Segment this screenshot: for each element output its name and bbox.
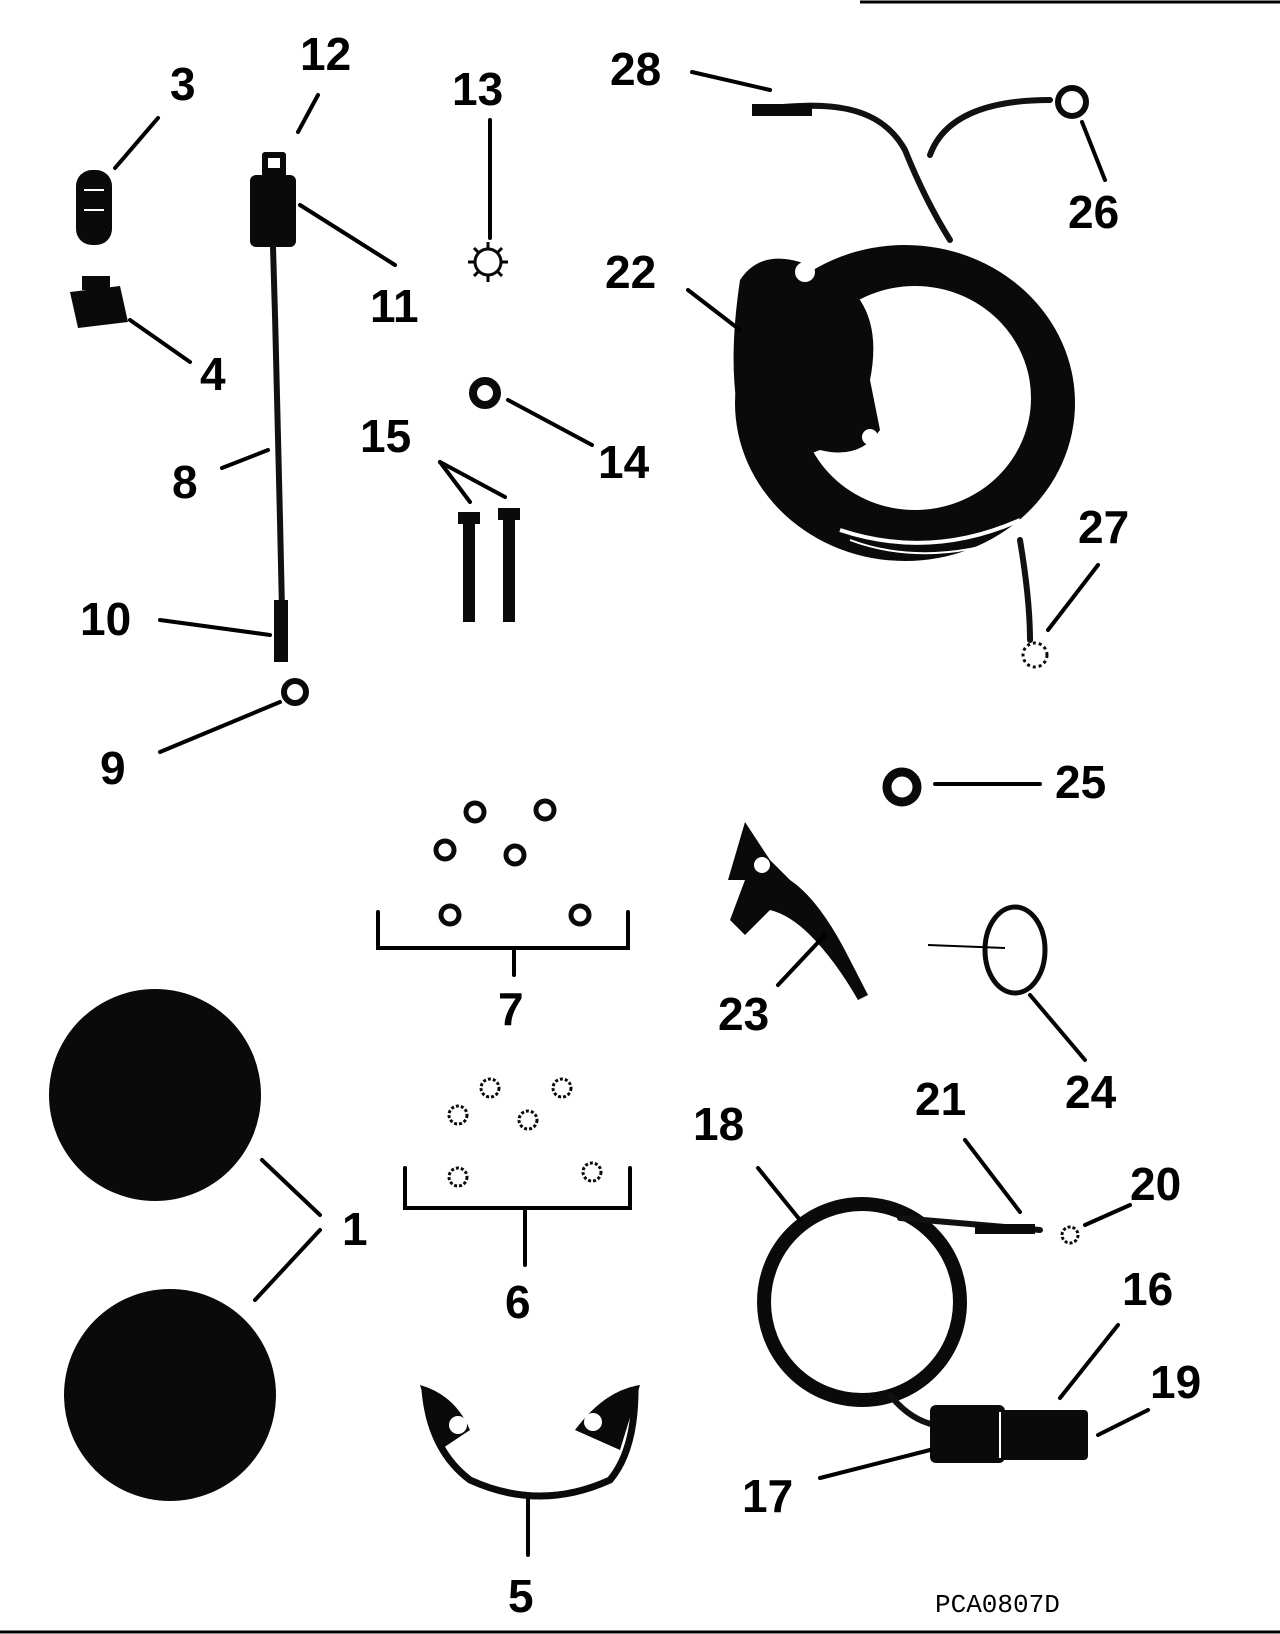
leader-18 — [756, 1166, 802, 1222]
callout-24: 24 — [1065, 1066, 1117, 1118]
callout-7: 7 — [498, 983, 524, 1035]
part-28-lead-wire — [752, 102, 953, 243]
callout-17: 17 — [742, 1470, 793, 1522]
callout-22: 22 — [605, 246, 656, 298]
callout-6: 6 — [505, 1276, 531, 1328]
part-1-disc-lower — [64, 1289, 276, 1501]
leader-15a — [438, 460, 472, 504]
callout-18: 18 — [693, 1098, 744, 1150]
callout-28: 28 — [610, 43, 661, 95]
part-28-sleeve — [752, 104, 812, 116]
part-22-stator — [733, 245, 1075, 561]
part-27-terminal — [1021, 641, 1049, 669]
part-18-cable-loop — [757, 1197, 967, 1407]
leader-27 — [1046, 563, 1100, 632]
leader-22 — [686, 288, 742, 332]
leader-16 — [1058, 1323, 1120, 1400]
callout-25: 25 — [1055, 756, 1106, 808]
part-26-lead-wire — [927, 97, 1053, 158]
callout-23: 23 — [718, 988, 769, 1040]
leader-20 — [1083, 1203, 1132, 1227]
part-4-socket — [70, 276, 128, 328]
leader-11 — [298, 203, 397, 267]
part-23-lever — [728, 822, 868, 1000]
callout-11: 11 — [370, 280, 419, 332]
leader-15b — [438, 460, 507, 499]
leader-10 — [158, 618, 272, 637]
part-1-disc-upper — [49, 989, 261, 1201]
part-5-clip — [420, 1385, 640, 1500]
callout-19: 19 — [1150, 1356, 1201, 1408]
leader-26 — [1080, 120, 1107, 182]
callout-10: 10 — [80, 593, 131, 645]
part-3-bulb — [76, 170, 112, 245]
callout-8: 8 — [172, 456, 198, 508]
callout-1: 1 — [342, 1203, 368, 1255]
leader-4 — [128, 318, 192, 364]
callout-4: 4 — [200, 348, 226, 400]
leader-8 — [220, 448, 270, 470]
callout-3: 3 — [170, 58, 196, 110]
callout-21: 21 — [915, 1073, 966, 1125]
part-15-screws — [458, 508, 520, 622]
callout-27: 27 — [1078, 501, 1129, 553]
part-26-terminal — [1055, 85, 1089, 119]
part-21-sleeve — [975, 1224, 1035, 1234]
leader-23 — [776, 933, 827, 987]
callout-13: 13 — [452, 63, 503, 115]
part-11-12-connector — [250, 152, 296, 247]
leader-14 — [506, 398, 594, 447]
part-24-ring — [927, 904, 1048, 996]
callout-14: 14 — [598, 436, 650, 488]
part-10-sleeve — [274, 600, 288, 662]
part-8-wire — [270, 244, 285, 613]
part-25-washer — [882, 767, 922, 807]
leader-28 — [690, 70, 772, 92]
bracket-6 — [403, 1166, 632, 1210]
callout-15: 15 — [360, 410, 411, 462]
leader-24 — [1028, 993, 1087, 1062]
part-9-terminal — [281, 678, 309, 706]
part-14-washer — [469, 377, 501, 409]
leader-21 — [963, 1138, 1022, 1214]
leader-9 — [158, 700, 282, 754]
callout-12: 12 — [300, 28, 351, 80]
part-7-nut-set — [433, 798, 592, 927]
part-27-lead-wire — [1017, 537, 1033, 643]
callout-9: 9 — [100, 742, 126, 794]
bracket-7 — [376, 910, 630, 950]
part-13-lock-washer — [468, 242, 508, 282]
part-20-terminal — [1060, 1225, 1080, 1245]
figure-code: PCA0807D — [935, 1590, 1060, 1620]
callout-16: 16 — [1122, 1263, 1173, 1315]
part-6-washer-set — [447, 1077, 603, 1188]
leader-12 — [296, 93, 320, 134]
callout-26: 26 — [1068, 186, 1119, 238]
callout-20: 20 — [1130, 1158, 1181, 1210]
part-16-17-19-connector — [930, 1405, 1088, 1463]
leader-1b — [253, 1228, 322, 1302]
part-cable-to-connector — [887, 1392, 938, 1428]
leader-19 — [1096, 1408, 1150, 1437]
leader-17 — [818, 1448, 932, 1480]
leader-1a — [260, 1158, 322, 1217]
leader-3 — [113, 116, 160, 170]
callout-5: 5 — [508, 1570, 534, 1622]
